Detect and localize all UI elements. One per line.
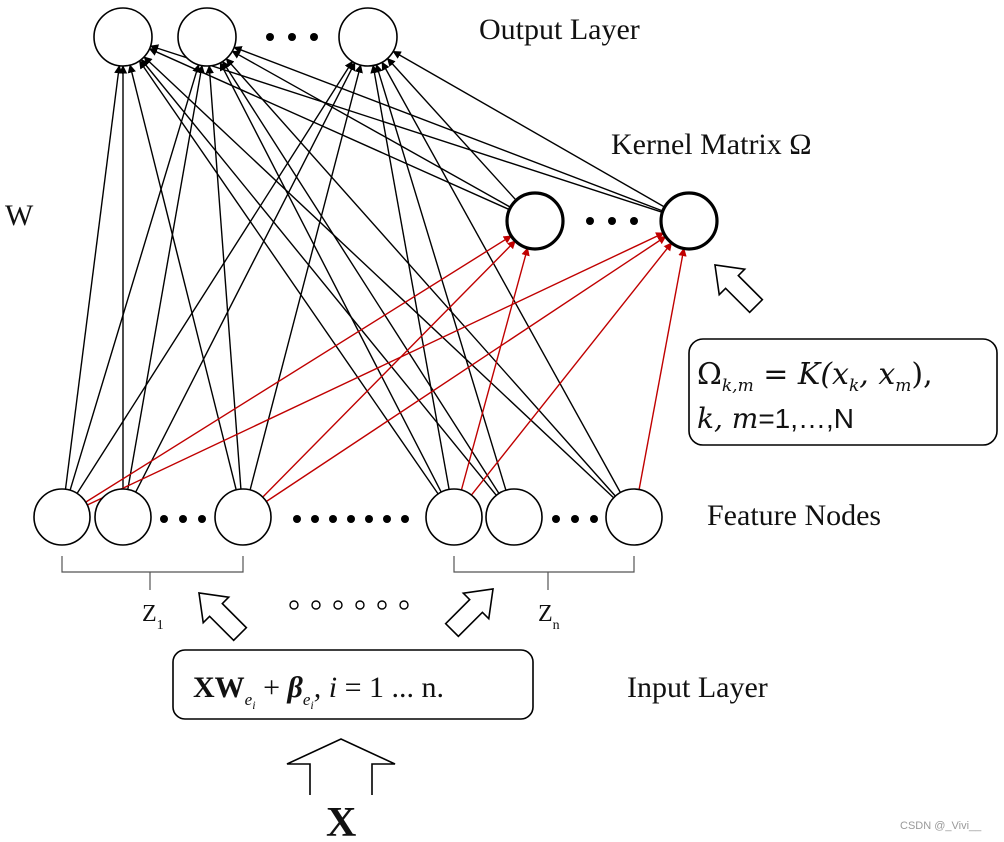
input-formula: XWei + βei, i = 1 ... n. (193, 671, 444, 712)
watermark: CSDN @_Vivi__ (900, 820, 982, 832)
connection-feature-6-output-1 (143, 56, 615, 499)
output-ellipsis-icon (266, 33, 318, 41)
feature-layer (33, 488, 663, 546)
connection-feature-4-kernel-1 (460, 247, 530, 491)
feature-to-output-connections (64, 56, 622, 499)
connection-feature-1-output-2 (69, 63, 201, 491)
connection-feature-1-kernel-2 (87, 232, 665, 506)
group-last-label: Zn (538, 601, 560, 633)
connection-feature-1-output-1 (64, 64, 123, 490)
connection-kernel-2-output-3 (392, 50, 666, 208)
connection-kernel-1-output-1 (148, 48, 510, 211)
kernel-formula-line-1: Ωk,m = K(xk, xm), (697, 357, 933, 396)
connection-feature-4-output-2 (219, 62, 442, 493)
output-layer-label: Output Layer (479, 13, 640, 46)
feature-node-5 (485, 488, 543, 546)
connection-feature-4-kernel-2 (470, 242, 673, 496)
kernel-layer (505, 191, 719, 251)
input-formula-box (172, 649, 534, 720)
output-node-1 (93, 7, 153, 67)
arrow-input-to-group-left-icon (198, 592, 248, 642)
weights-label: W (5, 199, 34, 232)
connection-feature-5-output-3 (374, 63, 507, 491)
connection-feature-3-kernel-1 (262, 240, 516, 498)
connection-feature-4-output-1 (138, 60, 439, 495)
arrow-x-to-input-icon (286, 738, 396, 795)
input-layer-label: Input Layer (627, 671, 768, 704)
output-node-3 (338, 7, 398, 67)
connection-feature-1-output-3 (76, 60, 353, 494)
kernel-node-1 (505, 191, 565, 251)
connection-feature-6-kernel-2 (638, 247, 687, 490)
connection-kernel-1-output-3 (386, 57, 517, 201)
input-symbol: X (326, 800, 356, 842)
kernel-matrix-label: Kernel Matrix Ω (611, 128, 812, 161)
kernel-ellipsis-icon (586, 217, 638, 225)
connection-feature-5-output-1 (140, 58, 497, 496)
connection-feature-2-output-2 (127, 64, 205, 490)
feature-node-6 (605, 488, 663, 546)
kernel-to-output-connections (148, 44, 666, 213)
connection-feature-4-output-3 (370, 64, 450, 490)
feature-nodes-label: Feature Nodes (707, 499, 881, 532)
kernel-formula-line-2: k, m=1,…,N (697, 402, 854, 435)
kernel-formula-box (688, 338, 998, 446)
kernel-node-2 (659, 191, 719, 251)
connection-kernel-2-output-1 (149, 44, 663, 213)
connection-feature-5-output-2 (222, 60, 500, 494)
feature-to-kernel-connections (85, 232, 687, 506)
group-first-label: Z1 (142, 601, 164, 633)
connection-kernel-1-output-2 (231, 50, 511, 208)
feature-ellipsis-middle-icon (293, 515, 409, 523)
connection-feature-6-output-2 (225, 58, 616, 497)
connection-feature-2-output-3 (135, 62, 356, 493)
connection-feature-6-output-3 (381, 61, 622, 493)
connection-feature-1-kernel-1 (85, 235, 513, 503)
feature-node-3 (214, 488, 272, 546)
feature-node-2 (94, 488, 152, 546)
output-node-2 (177, 7, 237, 67)
connection-feature-3-output-3 (249, 64, 363, 491)
group-brace-left (61, 556, 244, 590)
feature-ellipsis-left-icon (160, 515, 206, 523)
connection-kernel-2-output-2 (233, 46, 664, 212)
output-layer (93, 7, 398, 67)
groups-ellipsis-icon (289, 600, 409, 610)
group-brace-right (453, 556, 635, 590)
connection-feature-3-output-2 (205, 65, 242, 490)
feature-ellipsis-right-icon (552, 515, 598, 523)
arrow-formula-to-kernel-icon (714, 264, 764, 314)
arrow-input-to-group-right-icon (444, 588, 494, 638)
connection-feature-3-kernel-2 (265, 235, 667, 503)
feature-node-1 (33, 488, 91, 546)
feature-node-4 (425, 488, 483, 546)
